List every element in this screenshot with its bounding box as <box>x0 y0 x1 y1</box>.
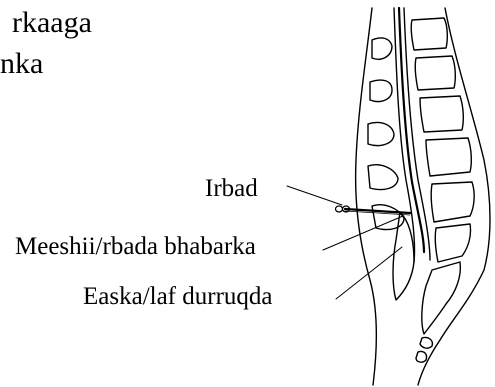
coccyx-segment-2 <box>416 351 427 362</box>
vertebra-5 <box>431 182 474 222</box>
vertebra-2 <box>415 56 455 90</box>
leader-easka <box>336 247 402 299</box>
spinous-process-4 <box>368 165 398 190</box>
dural-sac <box>393 212 414 300</box>
leader-meeshii <box>323 216 403 250</box>
back-skin-outline <box>356 8 377 385</box>
spinal-canal-back <box>394 8 415 262</box>
coccyx-segment-1 <box>420 337 432 348</box>
label-easka: Easka/laf durruqda <box>83 283 273 311</box>
label-meeshii: Meeshii/rbada bhabarka <box>15 233 256 261</box>
spinous-process-3 <box>368 122 394 145</box>
spinous-process-1 <box>372 38 392 59</box>
vertebra-4 <box>426 138 471 176</box>
needle-shaft <box>345 209 410 213</box>
vertebra-3 <box>420 96 463 132</box>
vertebra-1 <box>411 18 447 50</box>
label-irbad: Irbad <box>205 175 258 203</box>
sacrum <box>422 262 461 334</box>
spinous-process-2 <box>370 80 392 101</box>
leader-irbad <box>287 186 342 205</box>
spinal-canal-front <box>404 8 430 260</box>
vertebra-6 <box>435 224 470 262</box>
needle-hub-left <box>336 206 343 212</box>
